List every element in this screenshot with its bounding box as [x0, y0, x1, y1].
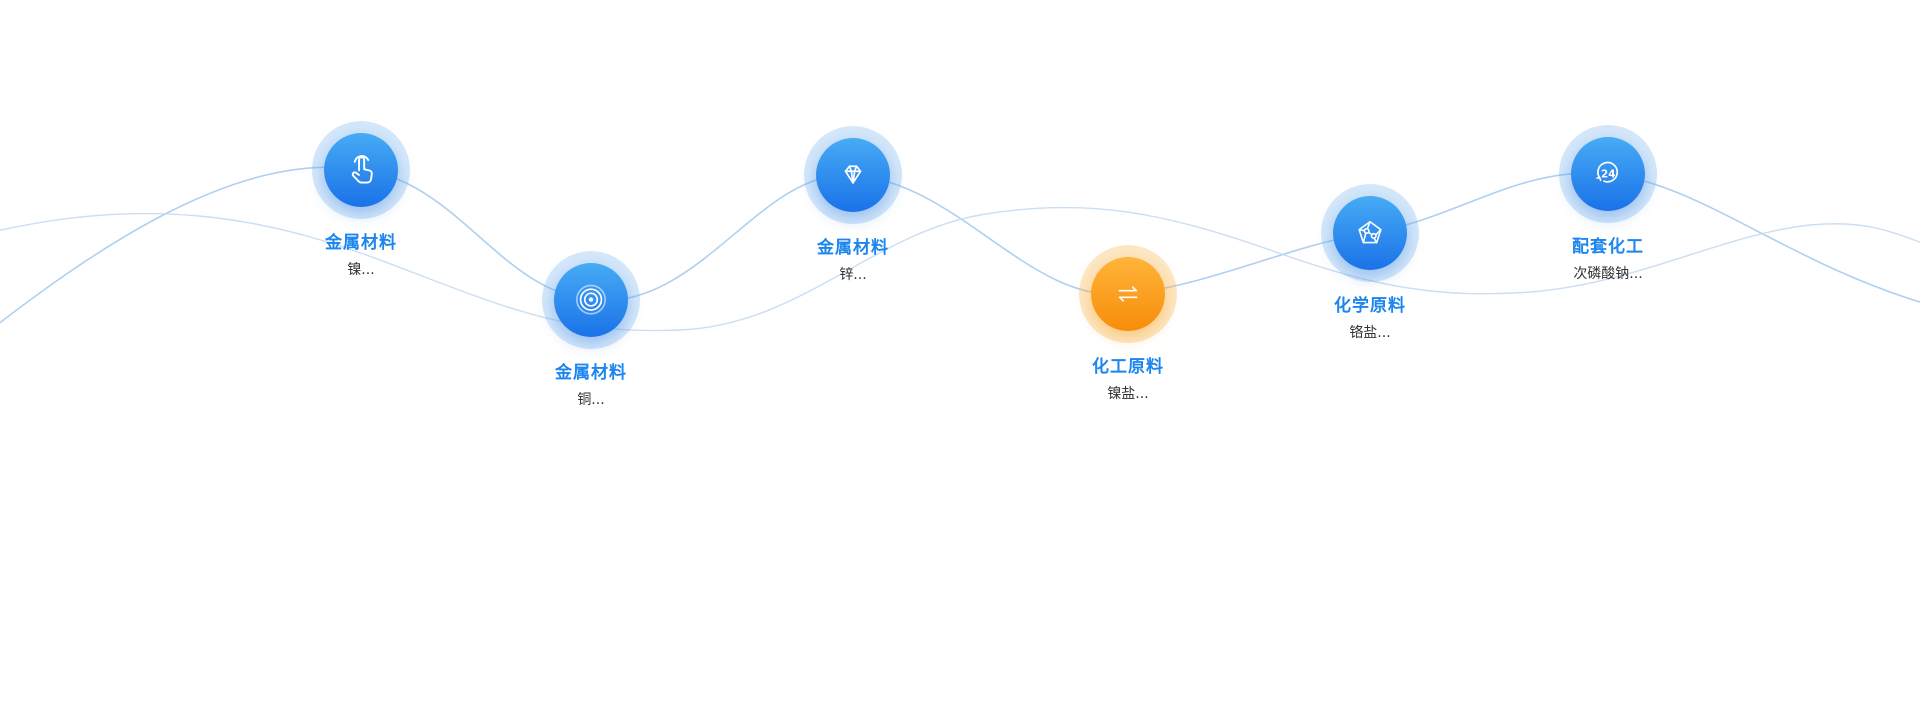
category-title: 金属材料	[325, 233, 397, 253]
diamond-icon	[844, 165, 862, 184]
category-icon-halo	[804, 126, 902, 224]
category-node-metal-copper[interactable]: 金属材料 铜...	[491, 251, 691, 409]
category-title: 配套化工	[1572, 237, 1644, 257]
category-subtitle: 锌...	[839, 267, 867, 284]
clock-24-icon: 24	[1596, 161, 1618, 183]
category-icon-halo	[312, 121, 410, 219]
category-title: 金属材料	[817, 238, 889, 258]
category-title: 化工原料	[1092, 357, 1164, 377]
category-subtitle: 镍盐...	[1107, 386, 1149, 403]
category-icon-circle	[816, 138, 890, 212]
category-icon-halo	[542, 251, 640, 349]
category-subtitle: 铬盐...	[1349, 325, 1391, 342]
category-icon-halo: 24	[1559, 125, 1657, 223]
clock-24-label: 24	[1601, 169, 1615, 181]
category-node-metal-zinc[interactable]: 金属材料 锌...	[753, 126, 953, 284]
tap-icon	[351, 155, 373, 184]
radar-icon	[576, 284, 606, 315]
category-title: 化学原料	[1334, 296, 1406, 316]
category-node-supporting-chemicals[interactable]: 24 配套化工 次磷酸钠...	[1508, 125, 1708, 283]
category-title: 金属材料	[555, 363, 627, 383]
category-subtitle: 铜...	[577, 392, 605, 409]
category-icon-circle	[1091, 257, 1165, 331]
category-subtitle: 镍...	[347, 262, 375, 279]
category-node-chemical-nickel-salt[interactable]: 化工原料 镍盐...	[1028, 245, 1228, 403]
category-node-chemical-chromium-salt[interactable]: 化学原料 铬盐...	[1270, 184, 1470, 342]
exchange-arrows-icon	[1118, 286, 1138, 302]
category-icon-circle	[1333, 196, 1407, 270]
molecule-pentagon-icon	[1358, 220, 1382, 244]
category-icon-circle: 24	[1571, 137, 1645, 211]
category-icon-circle	[554, 263, 628, 337]
category-subtitle: 次磷酸钠...	[1573, 266, 1643, 283]
category-icon-halo	[1321, 184, 1419, 282]
category-icon-halo	[1079, 245, 1177, 343]
category-node-metal-nickel[interactable]: 金属材料 镍...	[261, 121, 461, 279]
category-icon-circle	[324, 133, 398, 207]
